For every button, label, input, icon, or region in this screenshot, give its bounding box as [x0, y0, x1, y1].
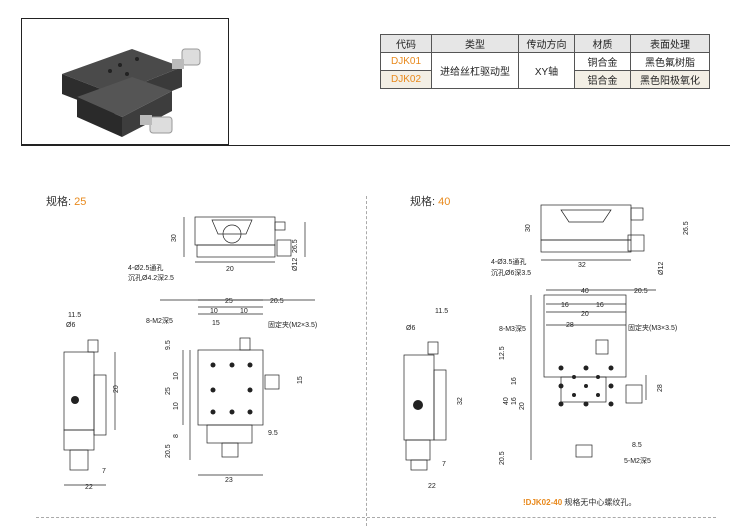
dim-28: 28 — [566, 322, 574, 329]
product-photo-frame — [21, 18, 229, 145]
dim-10c: 10 — [173, 372, 180, 380]
footnote: !DJK02-40 规格无中心螺纹孔。 — [523, 498, 637, 507]
dim-40: 40 — [581, 288, 589, 295]
col-header-type: 类型 — [431, 34, 519, 53]
xy-stage-photo — [62, 48, 201, 137]
dim-32s: 32 — [457, 397, 464, 405]
dim-height-30: 30 — [525, 224, 532, 232]
cell-finish: 黑色阳极氧化 — [630, 70, 710, 89]
dim-width-32: 32 — [578, 262, 586, 269]
dim-height-26-5: 26.5 — [292, 239, 299, 253]
tap-note: 8-M2深5 — [146, 316, 173, 325]
cell-material: 铝合金 — [574, 70, 631, 89]
dim-7: 7 — [442, 461, 446, 468]
dim-16d: 16 — [511, 397, 518, 405]
dim-16a: 16 — [561, 302, 569, 309]
dim-22: 22 — [428, 483, 436, 490]
tap-note-bottom: 5-M2深5 — [624, 456, 651, 465]
dim-phi12: Ø12 — [292, 258, 299, 271]
dim-40v: 40 — [503, 397, 510, 405]
dim-15: 15 — [212, 320, 220, 327]
dim-25v: 25 — [165, 387, 172, 395]
dim-20-5v: 20.5 — [499, 451, 506, 465]
dim-phi6: Ø6 — [66, 322, 75, 329]
cell-code: DJK02 — [380, 70, 432, 89]
cell-finish: 黑色氟树脂 — [630, 52, 710, 71]
dim-23: 23 — [225, 477, 233, 484]
hole-note-2: 沉孔Ø4.2深2.5 — [128, 273, 174, 282]
dim-10d: 10 — [173, 402, 180, 410]
dim-16b: 16 — [596, 302, 604, 309]
dim-10b: 10 — [240, 308, 248, 315]
cell-material: 铜合金 — [574, 52, 631, 71]
warning-icon: ! — [523, 498, 526, 507]
col-header-finish: 表面处理 — [630, 34, 710, 53]
col-header-code: 代码 — [380, 34, 432, 53]
dim-phi6: Ø6 — [406, 325, 415, 332]
tap-note: 8-M3深5 — [499, 324, 526, 333]
drawing-25: 30 26.5 20 Ø12 4-Ø2.5通孔 沉孔Ø4.2深2.5 25 20… — [63, 216, 317, 491]
clamp-note: 固定夹(M2×3.5) — [268, 320, 317, 329]
hole-note-1: 4-Ø2.5通孔 — [128, 263, 163, 272]
dim-12-5: 12.5 — [499, 346, 506, 360]
cell-code: DJK01 — [380, 52, 432, 71]
dim-20s: 20 — [113, 385, 120, 393]
dim-11-5: 11.5 — [435, 308, 448, 315]
dim-20-5: 20.5 — [634, 288, 648, 295]
dim-8-5: 8.5 — [632, 442, 642, 449]
dim-width-20: 20 — [226, 266, 234, 273]
dim-9-5: 9.5 — [165, 340, 172, 350]
dim-20-5: 20.5 — [270, 298, 284, 305]
dim-28r: 28 — [657, 384, 664, 392]
dim-25: 25 — [225, 298, 233, 305]
dim-16c: 16 — [511, 377, 518, 385]
dim-22: 22 — [85, 484, 93, 491]
dim-9-5r: 9.5 — [268, 430, 278, 437]
hole-note-2: 沉孔Ø6深3.5 — [491, 268, 531, 277]
clamp-note: 固定夹(M3×3.5) — [628, 323, 677, 332]
bottom-divider — [36, 517, 716, 518]
spec-label-40: 规格: 40 — [410, 196, 451, 208]
vertical-divider — [366, 196, 367, 526]
dim-height-30: 30 — [171, 234, 178, 242]
hole-note-1: 4-Ø3.5通孔 — [491, 257, 526, 266]
dim-20v: 20 — [519, 402, 526, 410]
dim-20-5v: 20.5 — [165, 444, 172, 458]
dim-15r: 15 — [297, 376, 304, 384]
dim-7: 7 — [102, 468, 106, 475]
dim-8: 8 — [173, 434, 180, 438]
dim-10a: 10 — [210, 308, 218, 315]
spec-label-25: 规格: 25 — [46, 196, 87, 208]
cell-type: 进给丝杠驱动型 — [431, 52, 519, 89]
dim-phi12: Ø12 — [658, 262, 665, 275]
dim-11-5: 11.5 — [68, 312, 81, 319]
drawing-40: 30 26.5 32 Ø12 4-Ø3.5通孔 沉孔Ø6深3.5 40 20.5… — [403, 204, 690, 490]
dim-height-26-5: 26.5 — [683, 221, 690, 235]
col-header-material: 材质 — [574, 34, 631, 53]
spec-table: 代码 类型 传动方向 材质 表面处理 DJK01 进给丝杠驱动型 XY轴 铜合金… — [380, 34, 710, 89]
dim-20: 20 — [581, 311, 589, 318]
header-divider — [21, 145, 730, 146]
col-header-direction: 传动方向 — [518, 34, 575, 53]
cell-direction: XY轴 — [518, 52, 575, 89]
